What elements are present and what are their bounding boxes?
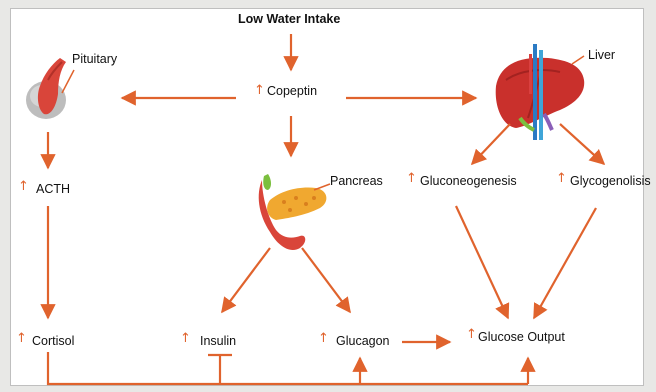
pituitary-illustration — [26, 58, 74, 119]
arrow-gluconeogenesis-to-output — [456, 206, 508, 318]
glycogenolisis-increase-icon: ↑ — [556, 172, 567, 185]
pancreas-illustration — [259, 174, 330, 250]
gluconeogenesis-label: Gluconeogenesis — [420, 174, 517, 188]
feedback-bus — [48, 352, 528, 384]
copeptin-increase-icon: ↑ — [254, 84, 265, 97]
glucose-output-label: Glucose Output — [478, 330, 565, 344]
glucagon-label: Glucagon — [336, 334, 390, 348]
pituitary-label: Pituitary — [72, 52, 117, 66]
acth-increase-icon: ↑ — [18, 180, 29, 193]
cortisol-increase-icon: ↑ — [16, 332, 27, 345]
arrow-glycogenolisis-to-output — [534, 208, 596, 318]
glycogenolisis-label: Glycogenolisis — [570, 174, 651, 188]
arrow-pancreas-to-insulin — [222, 248, 270, 312]
liver-label: Liver — [588, 48, 615, 62]
acth-label: ACTH — [36, 182, 70, 196]
glucagon-increase-icon: ↑ — [318, 332, 329, 345]
arrow-liver-to-glycogenolisis — [560, 124, 604, 164]
insulin-label: Insulin — [200, 334, 236, 348]
arrow-liver-to-gluconeogenesis — [472, 124, 510, 164]
arrow-pancreas-to-glucagon — [302, 248, 350, 312]
insulin-increase-icon: ↑ — [180, 332, 191, 345]
cortisol-label: Cortisol — [32, 334, 74, 348]
glucose-output-increase-icon: ↑ — [466, 328, 477, 341]
copeptin-label: Copeptin — [267, 84, 317, 98]
pancreas-label: Pancreas — [330, 174, 383, 188]
low-water-intake-label: Low Water Intake — [238, 12, 340, 26]
gluconeogenesis-increase-icon: ↑ — [406, 172, 417, 185]
